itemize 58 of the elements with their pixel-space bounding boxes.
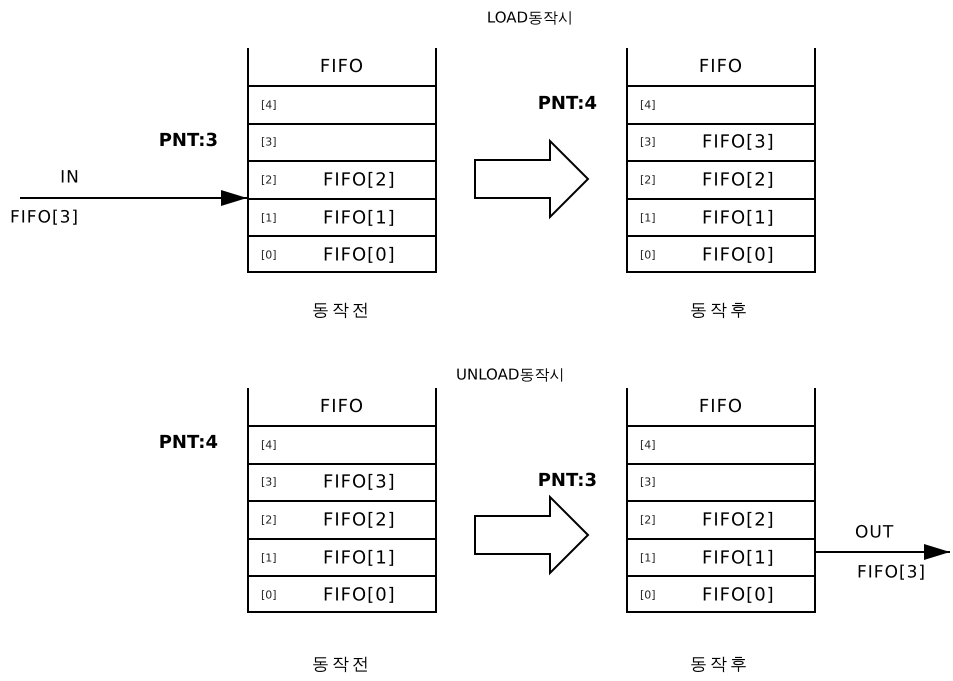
cell-value: FIFO[0] bbox=[323, 584, 396, 606]
index-label: [0] bbox=[640, 248, 656, 262]
index-label: [2] bbox=[261, 513, 277, 526]
stack-heading: FIFO bbox=[698, 55, 744, 79]
stack-heading: FIFO bbox=[318, 55, 366, 79]
index-label: [2] bbox=[640, 173, 656, 186]
section-title: LOAD동작시 bbox=[486, 10, 574, 26]
index-label: [0] bbox=[640, 588, 656, 602]
index-label: [1] bbox=[640, 211, 656, 224]
cell-value: FIFO[1] bbox=[702, 207, 775, 228]
cell-value: FIFO[3] bbox=[323, 472, 396, 493]
index-label: [4] bbox=[640, 438, 656, 452]
cell-value: FIFO[1] bbox=[323, 547, 396, 568]
index-label: [1] bbox=[640, 551, 656, 564]
cell-value: FIFO[2] bbox=[323, 169, 396, 190]
cell-value: FIFO[0] bbox=[702, 244, 775, 266]
cell-value: FIFO[1] bbox=[323, 207, 396, 228]
arrow bbox=[20, 190, 247, 206]
stack-box bbox=[247, 48, 437, 273]
index-label: [3] bbox=[640, 476, 656, 489]
pointer-label: PNT:4 bbox=[538, 95, 597, 113]
index-label: [0] bbox=[261, 588, 277, 602]
stack-caption: 동작후 bbox=[690, 302, 750, 320]
stack-box bbox=[626, 48, 816, 273]
block-arrow bbox=[474, 138, 590, 220]
index-label: [1] bbox=[261, 551, 277, 564]
cell-value: FIFO[2] bbox=[323, 509, 396, 530]
arrow bbox=[816, 544, 950, 560]
stack-box bbox=[626, 388, 816, 613]
stack-caption: 동작전 bbox=[312, 302, 372, 320]
index-label: [3] bbox=[640, 136, 656, 149]
stack-caption: 동작후 bbox=[690, 656, 750, 674]
pointer-label: PNT:4 bbox=[158, 434, 218, 452]
cell-value: FIFO[1] bbox=[702, 547, 775, 568]
cell-value: FIFO[0] bbox=[702, 584, 775, 606]
stack-heading: FIFO bbox=[318, 395, 366, 419]
data-label: FIFO[3] bbox=[857, 564, 926, 582]
index-label: [1] bbox=[261, 211, 277, 224]
cell-value: FIFO[2] bbox=[702, 509, 775, 530]
index-label: [0] bbox=[261, 248, 277, 262]
stack-caption: 동작전 bbox=[312, 656, 372, 674]
index-label: [4] bbox=[261, 98, 277, 112]
stack-heading: FIFO bbox=[698, 395, 744, 419]
block-arrow bbox=[474, 494, 590, 576]
pointer-label: PNT:3 bbox=[538, 472, 597, 490]
index-label: [3] bbox=[261, 136, 277, 149]
cell-value: FIFO[0] bbox=[323, 244, 396, 266]
index-label: [2] bbox=[640, 513, 656, 526]
pointer-label: PNT:3 bbox=[158, 132, 218, 150]
cell-value: FIFO[3] bbox=[702, 132, 775, 153]
section-title: UNLOAD동작시 bbox=[456, 368, 564, 382]
data-label: FIFO[3] bbox=[10, 210, 80, 226]
cell-value: FIFO[2] bbox=[702, 169, 775, 190]
index-label: [2] bbox=[261, 173, 277, 186]
index-label: [4] bbox=[261, 438, 277, 452]
index-label: [4] bbox=[640, 98, 656, 112]
stack-box bbox=[247, 388, 437, 613]
index-label: [3] bbox=[261, 476, 277, 489]
